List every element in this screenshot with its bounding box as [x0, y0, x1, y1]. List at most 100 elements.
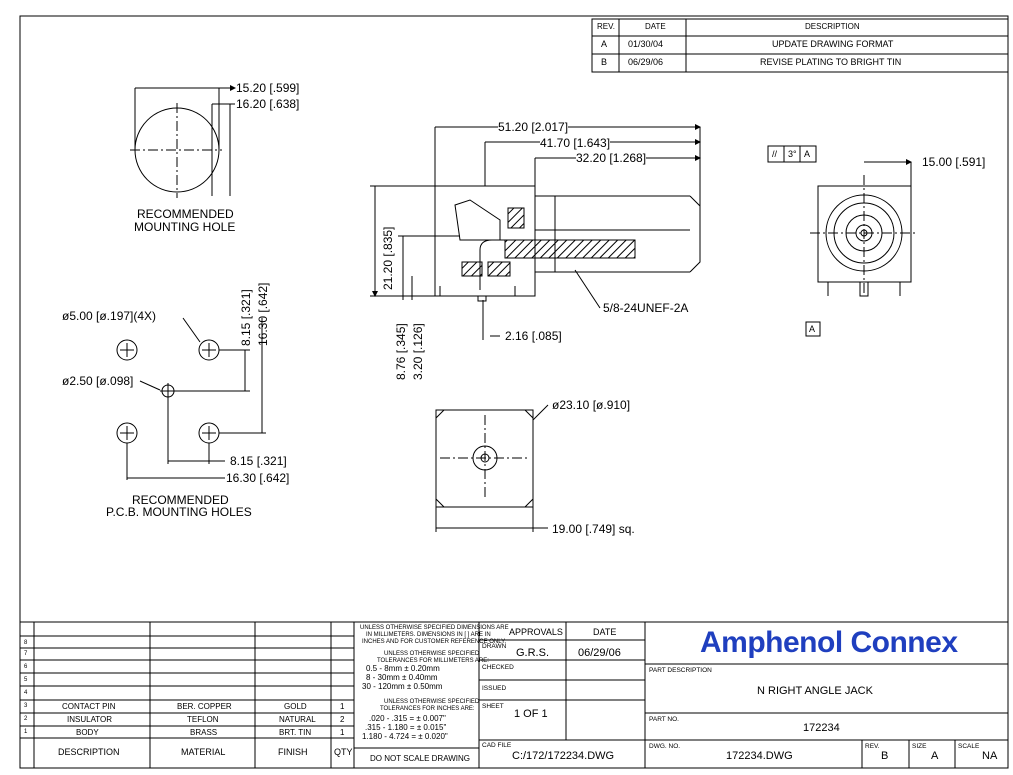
drawn-date: 06/29/06 [578, 647, 621, 659]
date-header: DATE [645, 22, 666, 31]
side-dim-height: 21.20 [.835] [381, 226, 395, 290]
bom-header-qty: QTY [334, 747, 353, 757]
parallelism-symbol: // [772, 149, 778, 159]
bottom-dim-square: 19.00 [.749] sq. [552, 522, 635, 536]
pcb-holes-view [116, 317, 266, 480]
side-view [370, 124, 701, 340]
approvals-date-title: DATE [593, 627, 617, 637]
bom-item2-qty: 2 [340, 715, 345, 724]
pcb-caption-2: P.C.B. MOUNTING HOLES [106, 505, 252, 519]
tol-in-2: .315 - 1.180 = ± 0.015" [365, 723, 447, 732]
cad-label: CAD FILE [482, 742, 512, 749]
mounting-caption-2: MOUNTING HOLE [134, 220, 236, 234]
sheet-border [19, 15, 1009, 769]
front-dim-width: 15.00 [.591] [922, 155, 986, 169]
rev-b: B [601, 57, 608, 67]
bom-header-material: MATERIAL [181, 747, 226, 757]
tol-mm-1: 0.5 - 8mm ± 0.20mm [366, 664, 440, 673]
sheet-label: SHEET [482, 703, 504, 710]
bom-row-8: 8 [24, 640, 28, 646]
tol-in-3: 1.180 - 4.724 = ± 0.020" [362, 732, 448, 741]
tol-mm-2: 8 - 30mm ± 0.40mm [366, 673, 438, 682]
pcb-dim-v-half: 8.15 [.321] [239, 289, 253, 346]
title-block-grid [20, 621, 1008, 768]
bom-item3-material: BER. COPPER [177, 702, 232, 711]
tol-in-title-2: TOLERANCES FOR INCHES ARE: [380, 706, 475, 712]
checked-label: CHECKED [482, 664, 514, 671]
bom-item1-qty: 1 [340, 728, 345, 737]
dwg-number: 172234.DWG [726, 750, 793, 762]
tol-mm-title-1: UNLESS OTHERWISE SPECIFIED [384, 651, 480, 657]
part-desc-label: PART DESCRIPTION [649, 667, 712, 674]
company-logo: Amphenol Connex [700, 626, 958, 659]
tol-in-1: .020 - .315 = ± 0.007" [369, 714, 446, 723]
bom-row-3: 3 [24, 703, 28, 709]
size-label: SIZE [912, 743, 927, 750]
bom-row-4: 4 [24, 690, 28, 696]
revision-table [591, 18, 1009, 73]
rev-a-description: UPDATE DRAWING FORMAT [772, 39, 894, 49]
bom-row-7: 7 [24, 651, 28, 657]
bom-item1-finish: BRT. TIN [279, 728, 312, 737]
tol-note-3: INCHES AND FOR CUSTOMER REFERENCE ONLY. [362, 639, 507, 645]
tol-note-1: UNLESS OTHERWISE SPECIFIED DIMENSIONS AR… [360, 625, 509, 631]
bom-row-5: 5 [24, 677, 28, 683]
approvals-title: APPROVALS [509, 627, 563, 637]
scale-label: SCALE [958, 743, 980, 750]
bom-row-2: 2 [24, 716, 28, 722]
bom-item3-qty: 1 [340, 702, 345, 711]
rev-header: REV. [597, 22, 615, 31]
thread-callout: 5/8-24UNEF-2A [603, 301, 689, 315]
bom-row-6: 6 [24, 664, 28, 670]
dwg-label: DWG. NO. [649, 743, 681, 750]
bom-item3-desc: CONTACT PIN [62, 702, 116, 711]
bom-header-description: DESCRIPTION [58, 747, 120, 757]
rev-b-date: 06/29/06 [628, 57, 664, 67]
mounting-hole-view [130, 85, 236, 198]
scale-value: NA [982, 750, 998, 762]
bom-row-1: 1 [24, 729, 28, 735]
side-dim-mid: 41.70 [1.643] [540, 136, 611, 150]
rev-label: REV. [865, 743, 880, 750]
rev-a: A [601, 39, 608, 49]
side-dim-offset: 2.16 [.085] [505, 329, 562, 343]
size-value: A [931, 750, 939, 762]
rev-value: B [881, 750, 889, 762]
parallelism-datum: A [804, 149, 811, 159]
drawn-label: DRAWN [482, 643, 507, 650]
pcb-dim-v-full: 16.30 [.642] [256, 282, 270, 346]
bottom-dim-flange: ø23.10 [ø.910] [552, 398, 631, 412]
rev-a-date: 01/30/04 [628, 39, 664, 49]
side-dim-lead-a: 8.76 [.345] [394, 323, 408, 380]
pcb-dim-h-half: 8.15 [.321] [230, 454, 287, 468]
bom-item2-material: TEFLON [187, 715, 219, 724]
cad-value: C:/172/172234.DWG [512, 750, 615, 762]
mounting-dim-2: 16.20 [.638] [236, 97, 300, 111]
mounting-caption-1: RECOMMENDED [137, 207, 234, 221]
bom-item2-finish: NATURAL [279, 715, 316, 724]
rev-b-description: REVISE PLATING TO BRIGHT TIN [760, 57, 902, 67]
tol-footer: DO NOT SCALE DRAWING [370, 754, 471, 763]
side-dim-short: 32.20 [1.268] [576, 151, 647, 165]
sheet-value: 1 OF 1 [514, 708, 548, 720]
drawn-by: G.R.S. [516, 647, 550, 659]
tol-in-title-1: UNLESS OTHERWISE SPECIFIED [384, 699, 480, 705]
bom-item3-finish: GOLD [284, 702, 307, 711]
front-view [767, 145, 918, 337]
bom-item2-desc: INSULATOR [67, 715, 113, 724]
mounting-dim-1: 15.20 [.599] [236, 81, 300, 95]
bom-item1-material: BRASS [190, 728, 218, 737]
part-no-label: PART NO. [649, 716, 679, 723]
issued-label: ISSUED [482, 685, 507, 692]
side-dim-overall: 51.20 [2.017] [498, 120, 569, 134]
pcb-dim-large-holes: ø5.00 [ø.197](4X) [62, 309, 157, 323]
description-header: DESCRIPTION [805, 22, 860, 31]
pcb-dim-center-hole: ø2.50 [ø.098] [62, 374, 134, 388]
bottom-view [435, 404, 549, 532]
parallelism-value: 3° [788, 149, 797, 159]
pcb-caption-1: RECOMMENDED [132, 493, 229, 507]
tol-mm-3: 30 - 120mm ± 0.50mm [362, 682, 443, 691]
bom-header-finish: FINISH [278, 747, 308, 757]
